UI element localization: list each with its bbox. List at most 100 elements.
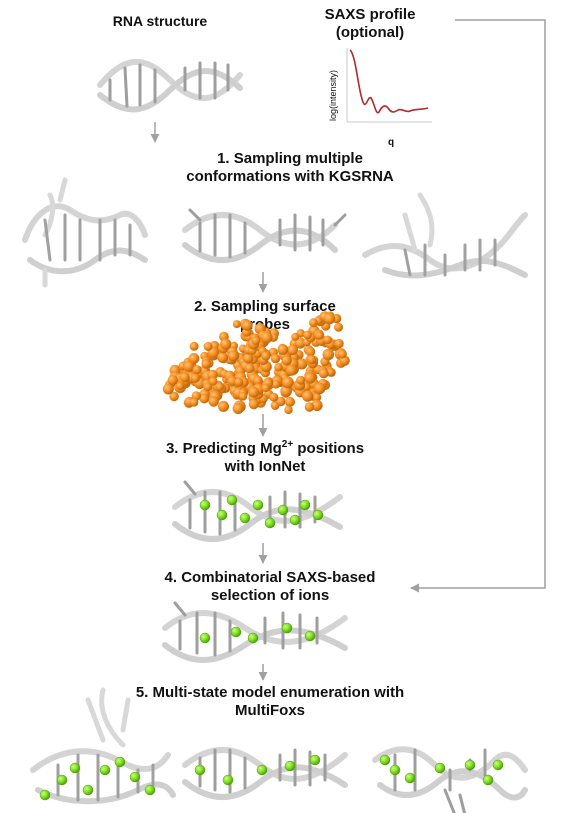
saxs-plot: log(intensity) q: [328, 48, 432, 148]
rna-multistate-model-1: [30, 687, 176, 805]
probe-sphere: [277, 344, 289, 355]
probe-sphere: [294, 337, 306, 349]
mg-ion: [199, 499, 211, 511]
probe-sphere: [284, 405, 293, 415]
rna-structure-label: RNA structure: [112, 13, 208, 29]
probe-sphere: [201, 359, 211, 369]
mg-ion: [39, 789, 51, 801]
probe-sphere: [322, 348, 335, 361]
saxs-xlabel: q: [388, 137, 394, 148]
probe-sphere: [282, 376, 294, 389]
probe-sphere: [232, 320, 241, 329]
step-2-line2: probes: [239, 316, 290, 333]
mg-ion: [252, 499, 264, 511]
probe-sphere: [274, 363, 283, 372]
probe-sphere: [303, 330, 312, 340]
mg-ion: [69, 762, 81, 774]
step-5-line2: MultiFoxs: [235, 702, 305, 719]
probe-sphere: [218, 400, 229, 412]
probe-sphere: [241, 320, 253, 331]
probe-sphere: [260, 331, 273, 344]
probe-sphere: [167, 375, 178, 386]
saxs-title-line1: SAXS profile: [324, 6, 416, 23]
probe-sphere: [304, 402, 315, 412]
probe-sphere: [227, 350, 239, 362]
probe-sphere: [192, 365, 202, 375]
probe-sphere: [261, 383, 270, 393]
step-2-line1: 2. Sampling surface: [194, 298, 336, 315]
rna-conformation-3: [362, 192, 528, 279]
probe-sphere: [248, 399, 259, 410]
probe-sphere: [248, 386, 260, 398]
rna-conformation-1: [22, 177, 148, 288]
probe-sphere: [217, 351, 229, 363]
mg-ion: [289, 514, 301, 526]
probe-sphere: [337, 349, 347, 359]
probe-sphere: [296, 358, 308, 370]
probe-sphere: [183, 360, 195, 372]
mg-ion: [312, 509, 324, 521]
probe-sphere: [285, 396, 295, 407]
step-3-line1: 3. Predicting Mg2+ positions: [165, 439, 365, 458]
probe-sphere: [232, 403, 244, 414]
step-4-line2: selection of ions: [210, 587, 330, 604]
saxs-connector-arrow: [410, 19, 546, 593]
step-4-line1: 4. Combinatorial SAXS-based: [164, 569, 376, 586]
mg-ion: [309, 754, 321, 766]
mg-ion: [492, 759, 504, 771]
step-5-line1: 5. Multi-state model enumeration with: [135, 684, 405, 701]
mg-ion: [464, 759, 476, 771]
probe-sphere: [285, 364, 297, 376]
mg-ion: [284, 760, 296, 772]
step-3-line2: with IonNet: [224, 458, 306, 475]
step-3-title: 3. Predicting Mg2+ positions with IonNet: [0, 440, 530, 476]
saxs-title-line2: (optional): [335, 24, 405, 41]
saxs-curve: [349, 49, 429, 114]
rna-models: [22, 58, 528, 813]
probe-sphere: [208, 377, 218, 386]
probe-sphere: [313, 382, 326, 395]
probe-sphere: [334, 322, 343, 332]
probe-sphere: [180, 372, 190, 383]
mg-ion: [379, 754, 391, 766]
probe-sphere: [296, 375, 306, 385]
mg-ion: [281, 622, 293, 634]
step-1-title: 1. Sampling multiple conformations with …: [30, 150, 550, 186]
mg-ion: [299, 499, 311, 511]
probe-sphere: [306, 355, 316, 365]
mg-ion: [216, 509, 228, 521]
step-1-line2: conformations with KGSRNA: [186, 168, 394, 185]
surface-probes: [162, 311, 350, 415]
probe-sphere: [244, 363, 255, 374]
rna-with-selected-ions: [162, 601, 348, 663]
mg-ion: [226, 494, 238, 506]
probe-sphere: [334, 338, 344, 349]
probe-sphere: [309, 318, 318, 328]
mg-ion: [114, 756, 126, 768]
probe-sphere: [291, 332, 300, 341]
probe-sphere: [188, 353, 200, 364]
probe-sphere: [287, 344, 299, 356]
mg-ion: [199, 632, 211, 644]
probe-sphere: [207, 369, 218, 381]
step-1-line1: 1. Sampling multiple: [217, 150, 363, 167]
probe-sphere: [270, 353, 281, 364]
mg-ion: [389, 764, 401, 776]
saxs-profile-title: SAXS profile (optional): [300, 6, 440, 42]
probe-sphere: [234, 377, 244, 387]
probe-sphere: [199, 393, 209, 404]
probe-sphere: [189, 398, 199, 407]
probe-sphere: [311, 399, 323, 412]
probe-sphere: [302, 390, 314, 402]
mg-ions: [39, 494, 504, 801]
mg-ion: [82, 784, 94, 796]
probe-sphere: [304, 372, 316, 384]
probe-sphere: [251, 336, 261, 346]
probe-sphere: [315, 331, 324, 340]
mg-ion: [482, 774, 494, 786]
probe-sphere: [280, 385, 292, 397]
probe-sphere: [323, 335, 332, 345]
saxs-ylabel: log(intensity): [328, 70, 338, 121]
mg-ion: [230, 626, 242, 638]
